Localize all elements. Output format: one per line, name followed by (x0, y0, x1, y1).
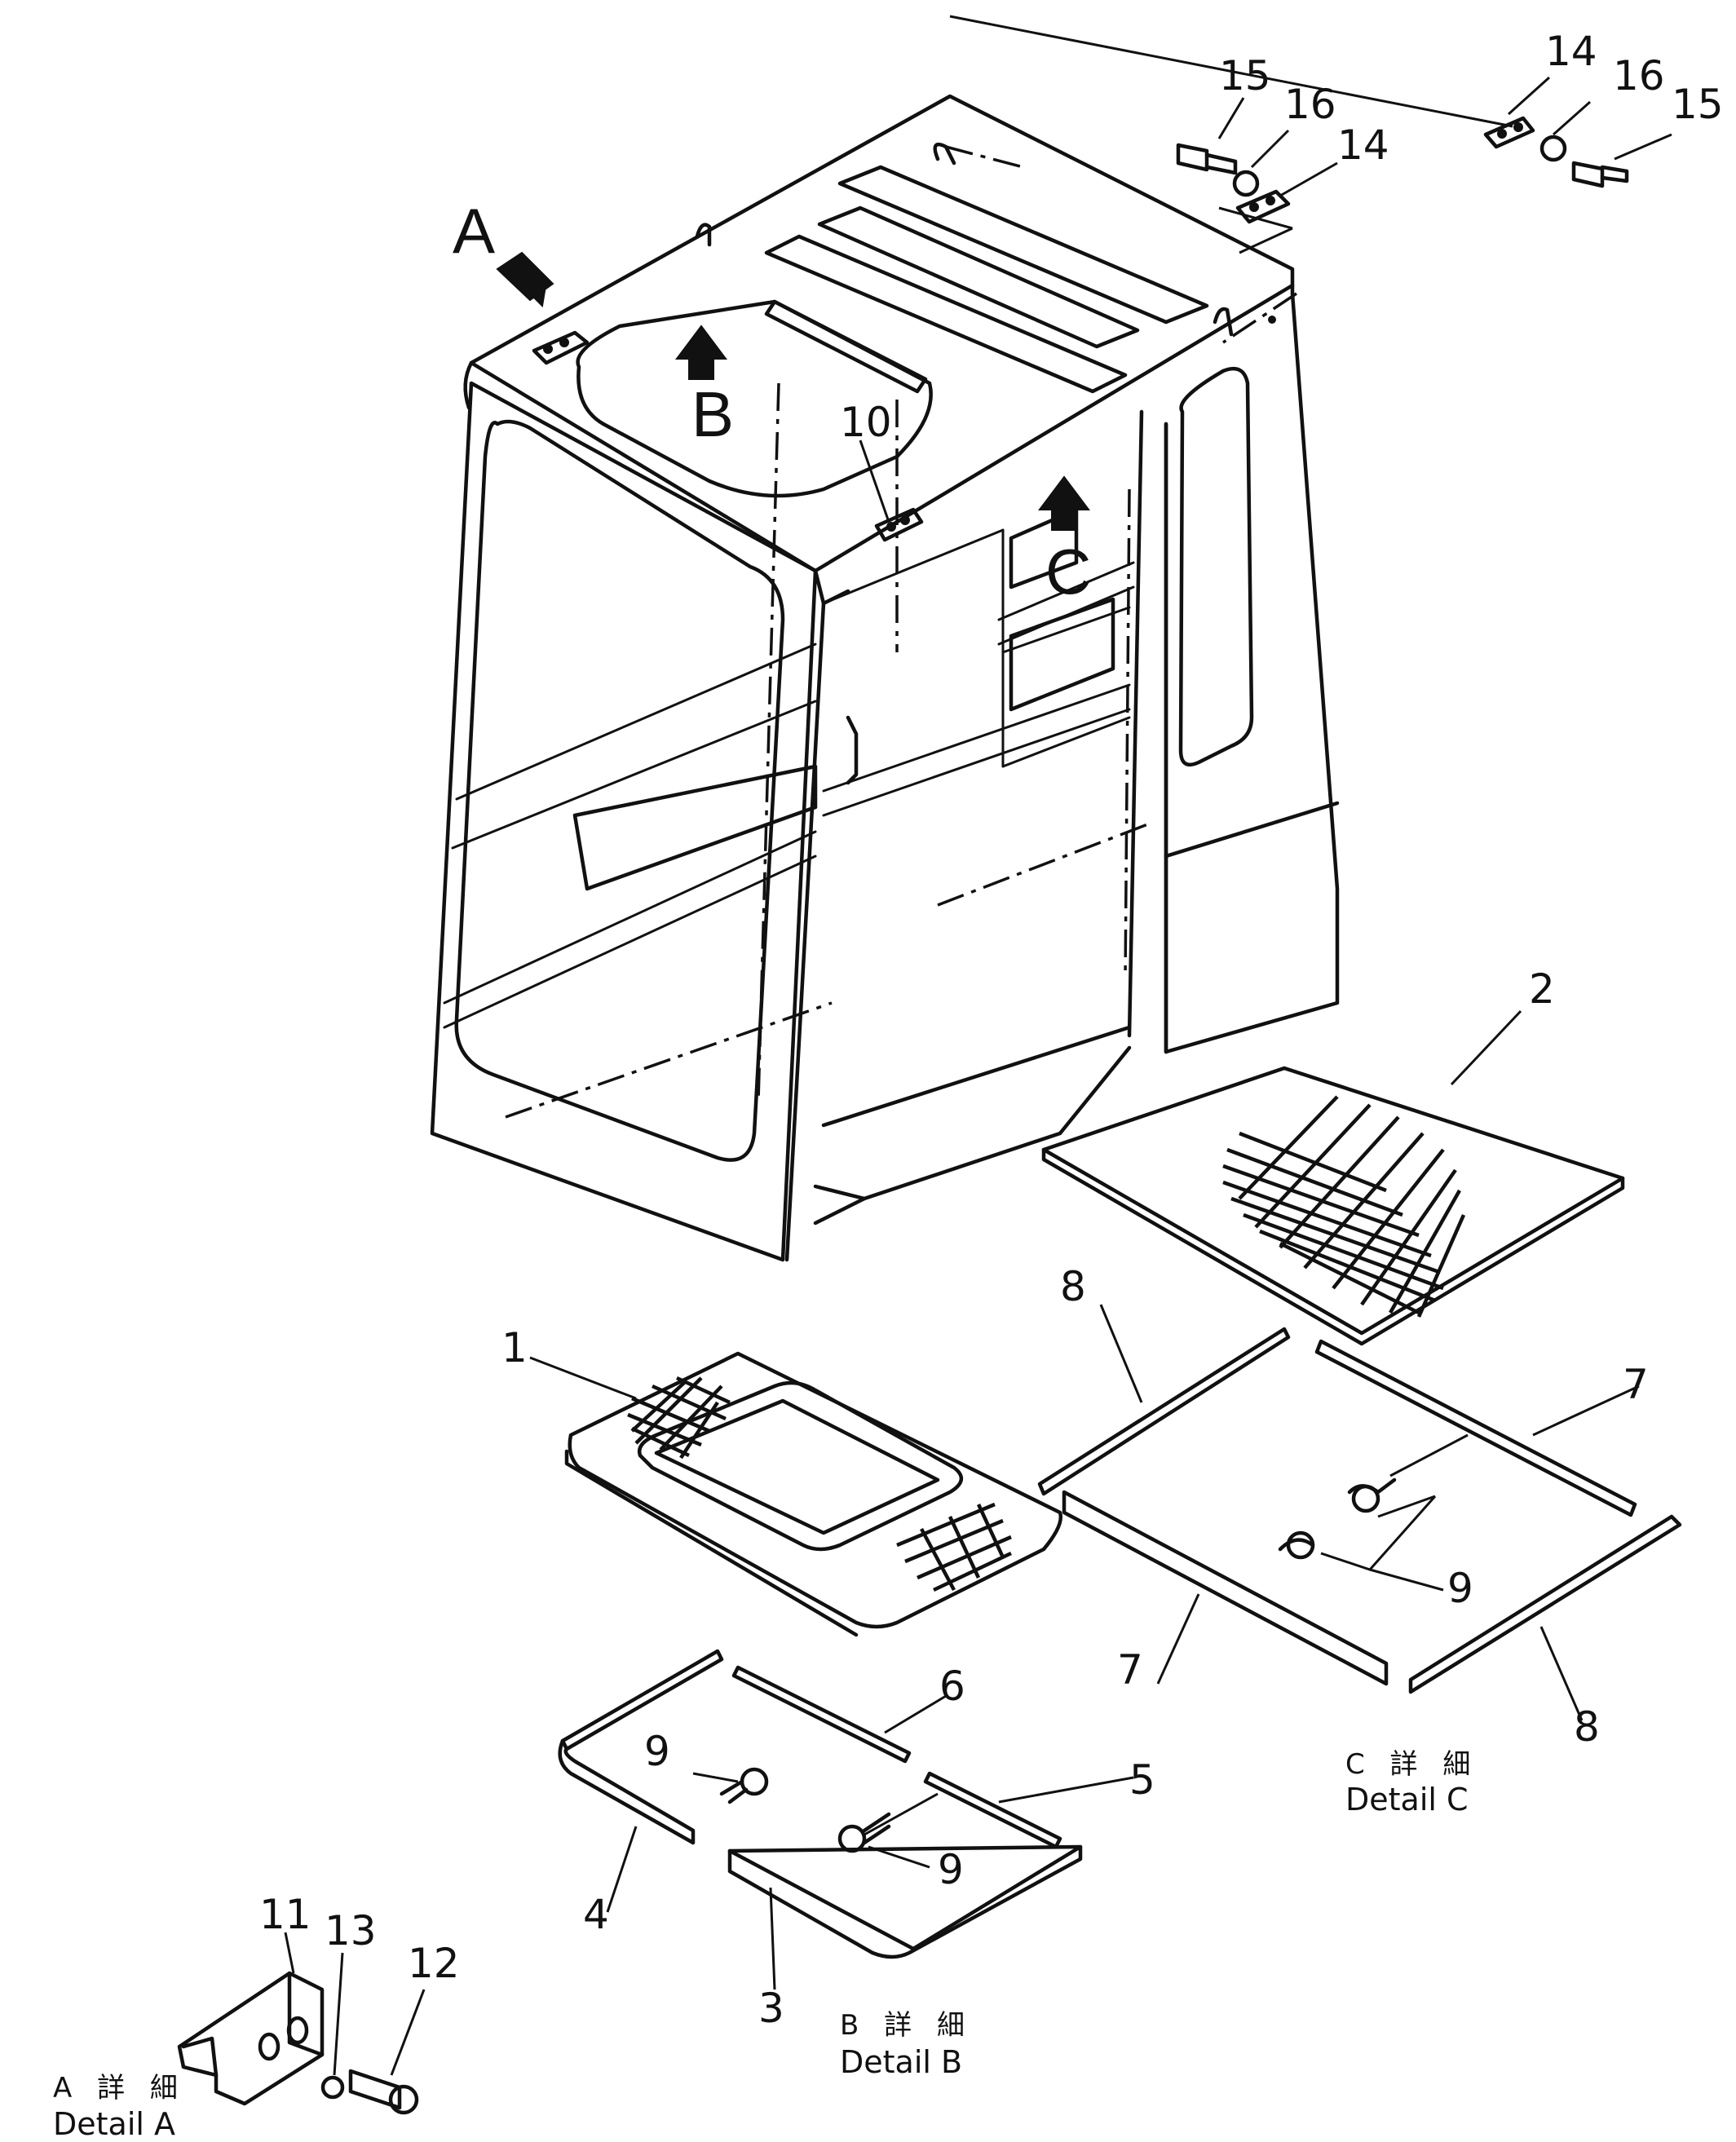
front-window (454, 419, 785, 1162)
detail-captions: C 詳 細 Detail C B 詳 細 Detail B A 詳 細 Deta… (53, 1748, 1478, 2142)
view-label-c: C (1045, 536, 1091, 607)
panel-2-outline (1041, 1066, 1625, 1336)
detail-b-group (558, 1649, 1134, 1990)
arrow-b-icon (675, 325, 727, 380)
side-window (1178, 366, 1254, 767)
detail-b-caption-en: Detail B (840, 2044, 962, 2080)
callout-labels: 2 1 8 7 9 7 8 6 5 9 9 4 3 10 15 16 14 14… (259, 28, 1724, 2032)
callout-15b: 15 (1672, 81, 1724, 128)
callout-15a: 15 (1219, 52, 1271, 99)
bracket-10 (874, 507, 924, 542)
roof-window (576, 299, 933, 498)
callout-16b: 16 (1613, 52, 1665, 99)
roof-slot-1 (837, 165, 1209, 325)
roof-outline (469, 94, 1295, 365)
bolt-15-right (1571, 161, 1605, 188)
arrow-c-icon (1038, 475, 1090, 531)
screw-9-c2 (1278, 1538, 1315, 1552)
callout-7a: 7 (1623, 1361, 1649, 1408)
bracket-11 (177, 1971, 325, 2106)
rail-6 (731, 1665, 912, 1764)
rail-7-bottom (1062, 1490, 1389, 1686)
bolt-15-shank (1204, 152, 1238, 175)
roof-slot-3 (764, 234, 1128, 394)
rail-4-top (560, 1649, 724, 1751)
rail-8-bottom (1408, 1514, 1682, 1694)
washer-16-right (1539, 135, 1567, 162)
callout-1: 1 (501, 1324, 528, 1371)
detail-a-caption-jp: A 詳 細 (53, 2072, 186, 2104)
washer-13 (320, 2075, 345, 2100)
callout-8b: 8 (1574, 1703, 1600, 1751)
callout-16a: 16 (1284, 81, 1336, 128)
roof-brackets (532, 223, 1276, 542)
callout-9b: 9 (938, 1846, 964, 1893)
callout-6: 6 (939, 1663, 965, 1710)
front-face (430, 381, 818, 1262)
view-label-b: B (691, 378, 734, 450)
plate-14 (1235, 189, 1291, 224)
rail-5 (923, 1771, 1062, 1849)
detail-b-caption-jp: B 詳 細 (840, 2009, 973, 2042)
callout-2: 2 (1529, 965, 1555, 1013)
rail-3 (727, 1844, 1083, 1959)
washer-16 (1232, 170, 1260, 197)
view-label-a: A (453, 195, 495, 267)
detail-c-group (1037, 1304, 1682, 1721)
panel-1-outline (568, 1351, 1063, 1629)
callout-14b: 14 (1545, 28, 1597, 75)
callout-5: 5 (1129, 1756, 1155, 1804)
callout-7b: 7 (1117, 1646, 1143, 1694)
detail-c-caption-en: Detail C (1345, 1782, 1469, 1817)
detail-a-caption-en: Detail A (53, 2106, 175, 2142)
part-2-mesh-panel (1041, 1009, 1625, 1346)
rail-4 (558, 1738, 696, 1845)
rail-7-top (1314, 1339, 1637, 1517)
callout-10: 10 (840, 399, 892, 446)
callout-3: 3 (758, 1985, 784, 2032)
callout-13: 13 (325, 1907, 377, 1954)
plate-14-right (1483, 116, 1535, 149)
callout-9a: 9 (644, 1728, 670, 1775)
part-1-window-panel (529, 1351, 1063, 1637)
bolt-15-head (1176, 143, 1209, 172)
callout-11: 11 (259, 1891, 311, 1938)
screw-9-b2 (837, 1824, 867, 1853)
mesh-grid-1 (627, 1376, 1012, 1592)
callout-4: 4 (583, 1891, 609, 1938)
cab-frame (430, 94, 1340, 1262)
rail-8-top (1037, 1327, 1291, 1496)
bolt-12 (348, 2069, 402, 2110)
roof-slot-2 (817, 205, 1140, 349)
detail-a-group (177, 1932, 426, 2115)
callout-12: 12 (408, 1940, 460, 1987)
detail-c-caption-jp: C 詳 細 (1345, 1748, 1478, 1781)
view-indicators: A B C (453, 195, 1091, 607)
callout-9c: 9 (1447, 1565, 1473, 1612)
mesh-grid-2 (1222, 1095, 1466, 1318)
callout-14a: 14 (1337, 121, 1389, 169)
roof-panels (576, 142, 1209, 498)
roof-hardware (859, 15, 1672, 523)
callout-8a: 8 (1060, 1263, 1086, 1310)
